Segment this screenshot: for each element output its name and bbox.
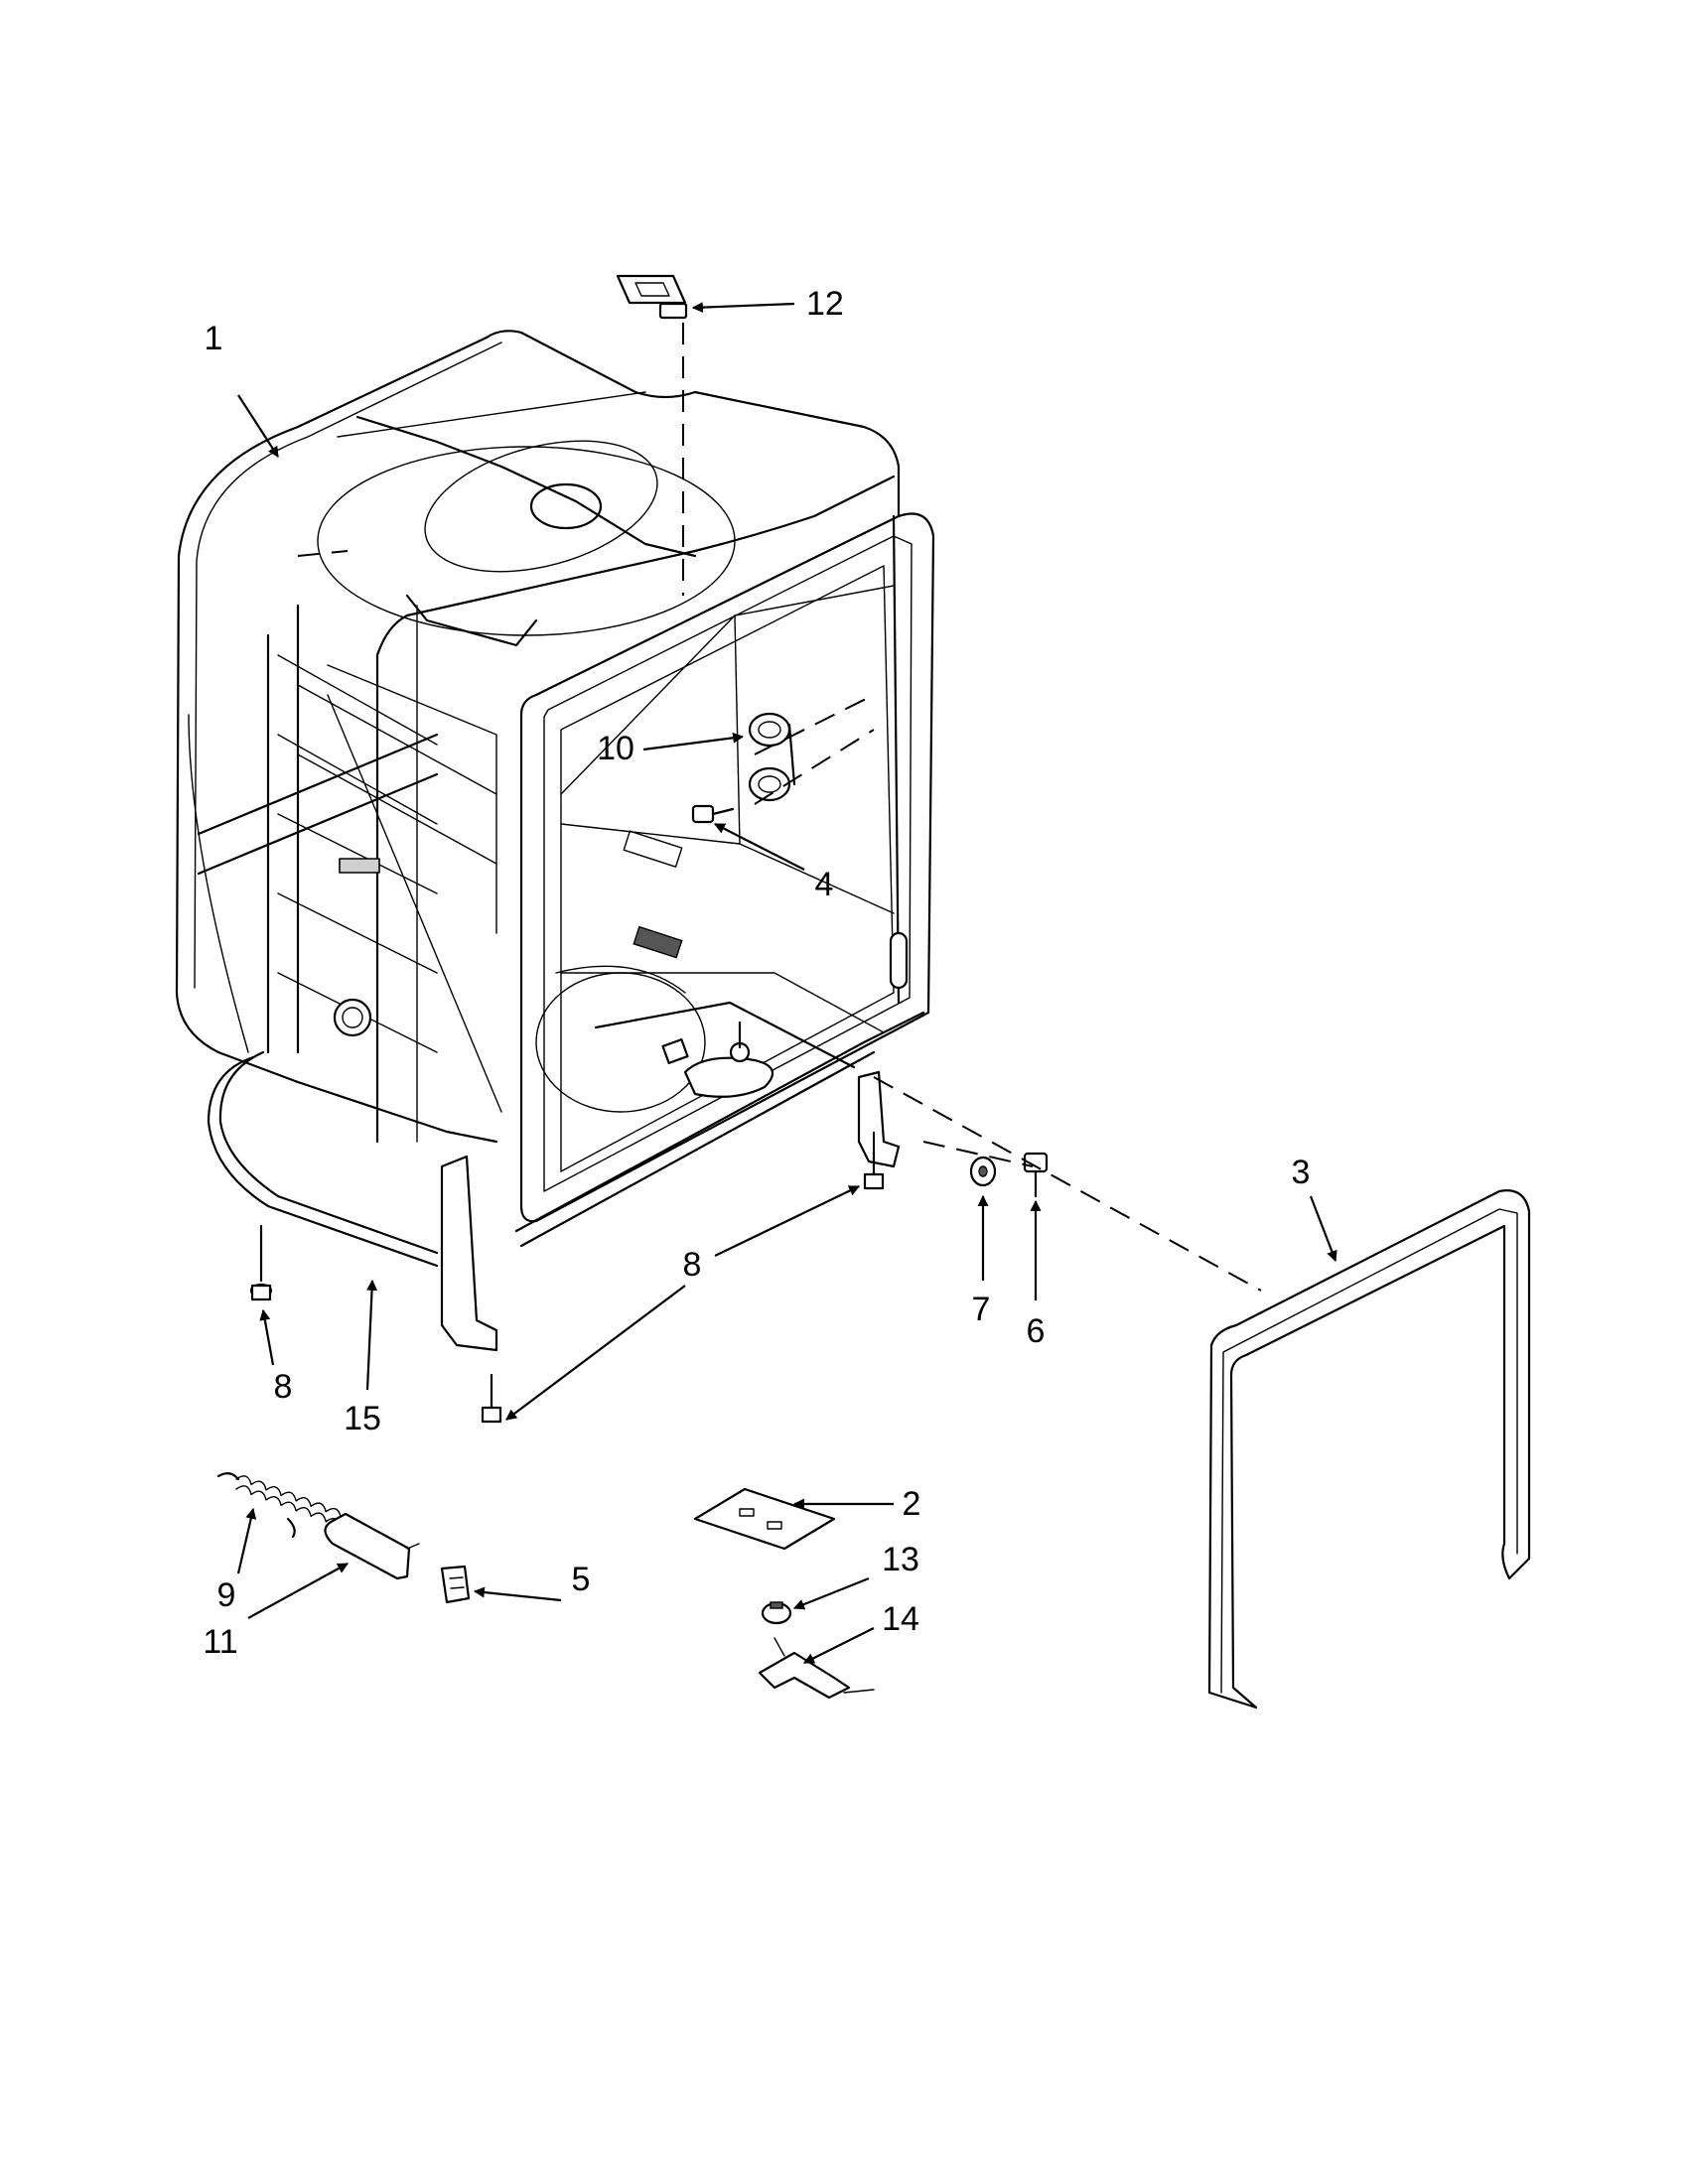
- callout-5: 5: [572, 1561, 591, 1598]
- callout-6: 6: [1027, 1312, 1046, 1350]
- callout-8-left: 8: [274, 1368, 293, 1406]
- callout-10: 10: [597, 730, 634, 767]
- callout-8-center: 8: [683, 1246, 702, 1284]
- door-gasket: [1207, 1189, 1531, 1709]
- callout-11: 11: [203, 1623, 237, 1661]
- hinge-screw: [1023, 1152, 1049, 1198]
- callout-7: 7: [972, 1291, 991, 1328]
- door-bearing: [748, 712, 796, 802]
- callout-labels: 1 2 3 4 5 6 7 8 8 8 9 10 11 12 13 14 15: [203, 285, 1310, 1661]
- door-spring: [216, 1472, 342, 1539]
- callout-13: 13: [882, 1541, 919, 1578]
- door-spring-cable: [207, 1050, 439, 1268]
- tub-assembly: [175, 330, 935, 1352]
- leveling-leg-right: [863, 1150, 885, 1190]
- callout-4: 4: [815, 866, 834, 903]
- callout-2: 2: [903, 1485, 921, 1523]
- leveling-leg-left: [249, 1224, 273, 1301]
- callout-15: 15: [344, 1400, 381, 1437]
- insulation-panel: [693, 1487, 836, 1551]
- tub-clip: [616, 274, 688, 320]
- leveling-leg-center: [481, 1373, 502, 1424]
- retainer-clip: [440, 1565, 471, 1604]
- link-cover: [324, 1512, 420, 1580]
- callout-14: 14: [882, 1600, 919, 1638]
- leader-lines: [236, 302, 1337, 1664]
- callout-1: 1: [205, 320, 223, 357]
- callout-3: 3: [1292, 1154, 1311, 1191]
- callout-12: 12: [806, 285, 844, 323]
- thermostat-bracket: [758, 1637, 875, 1700]
- bearing-screw: [691, 804, 735, 824]
- washer: [969, 1156, 997, 1187]
- thermostat: [761, 1601, 792, 1625]
- callout-9: 9: [217, 1576, 236, 1614]
- assembly-guide-lines: [297, 323, 1262, 1292]
